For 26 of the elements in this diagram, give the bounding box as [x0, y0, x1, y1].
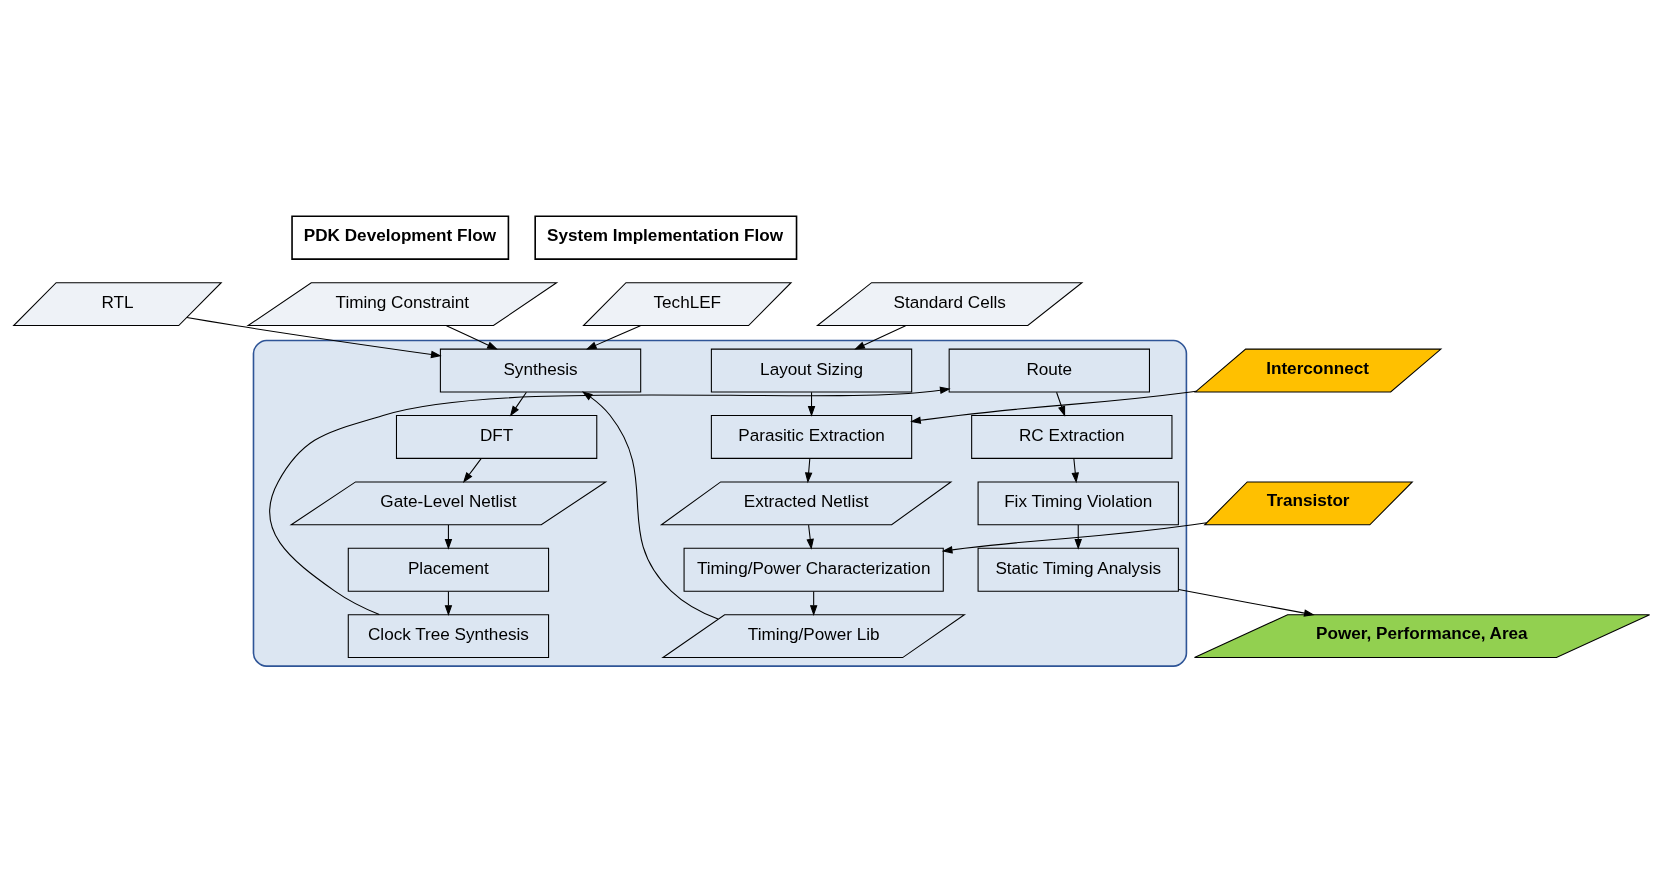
node-box: PDK Development Flow — [291, 215, 510, 260]
node-box: Layout Sizing — [710, 348, 913, 393]
node-box: Static Timing Analysis — [977, 547, 1179, 592]
node-box: Placement — [347, 547, 550, 592]
node-box: Parasitic Extraction — [710, 414, 913, 459]
node-box: DFT — [395, 414, 598, 459]
node-box: Synthesis — [439, 348, 642, 393]
node-box: Clock Tree Synthesis — [347, 614, 550, 659]
node-box: System Implementation Flow — [534, 215, 798, 260]
node-box: RC Extraction — [971, 414, 1173, 459]
arrow — [1056, 391, 1066, 417]
arrow — [910, 390, 1197, 424]
arrow — [1071, 458, 1079, 484]
arrow — [1178, 589, 1315, 617]
arrow — [445, 325, 498, 350]
arrow — [854, 325, 907, 350]
arrow — [581, 391, 719, 620]
arrow — [804, 458, 813, 484]
arrow — [186, 316, 442, 359]
arrow — [462, 458, 482, 483]
node-box: Timing/Power Characterization — [683, 547, 944, 592]
arrow — [444, 524, 453, 550]
node-box: Fix Timing Violation — [977, 481, 1179, 526]
arrow — [509, 391, 527, 417]
arrow — [806, 524, 814, 550]
node-box: Route — [948, 348, 1150, 393]
